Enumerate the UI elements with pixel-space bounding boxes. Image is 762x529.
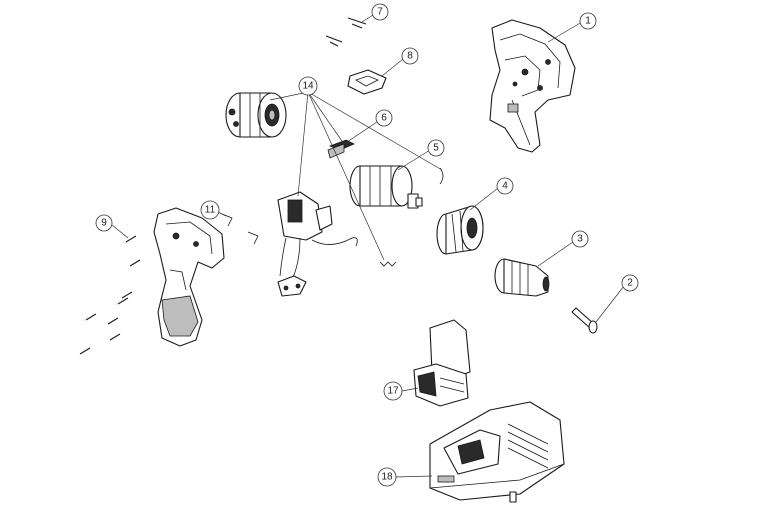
callout-3-label: 3: [577, 234, 583, 245]
callout-6-label: 6: [381, 113, 387, 124]
callout-9: 9: [95, 214, 113, 232]
callout-7: 7: [371, 3, 389, 21]
part-charger: [429, 401, 565, 503]
part-switch-assembly: [277, 191, 358, 297]
callout-1-label: 1: [585, 16, 591, 27]
part-switch-button: [347, 69, 387, 95]
part-gearbox: [225, 92, 287, 138]
part-plate: [327, 139, 355, 159]
part-chuck: [494, 258, 550, 297]
part-spring: [379, 261, 397, 267]
part-housing-left: [153, 207, 225, 347]
callout-14: 14: [298, 76, 318, 96]
callout-14-label: 14: [302, 81, 314, 92]
callout-8: 8: [401, 47, 419, 65]
callout-5-label: 5: [433, 143, 439, 154]
part-screw: [571, 307, 598, 334]
callout-18: 18: [377, 467, 397, 487]
callout-2: 2: [621, 274, 639, 292]
part-battery-pack: [413, 319, 471, 407]
callout-1: 1: [579, 12, 597, 30]
callout-3: 3: [571, 230, 589, 248]
callout-11-label: 11: [205, 205, 216, 216]
part-housing-right: [489, 19, 576, 153]
part-pins: [325, 17, 367, 47]
part-motor-gear-housing: [349, 165, 423, 209]
callout-17: 17: [383, 381, 403, 401]
callout-4-label: 4: [502, 181, 508, 192]
callout-6: 6: [375, 109, 393, 127]
part-housing-screws: [79, 235, 141, 355]
leader-lines: [111, 14, 625, 478]
callout-7-label: 7: [377, 7, 383, 18]
callout-5: 5: [427, 139, 445, 157]
callout-18-label: 18: [381, 472, 393, 483]
callout-9-label: 9: [101, 218, 107, 229]
callout-4: 4: [496, 177, 514, 195]
callout-17-label: 17: [387, 386, 399, 397]
part-clips: [221, 213, 259, 245]
part-wire-clip: [439, 167, 444, 185]
callout-2-label: 2: [627, 278, 633, 289]
callout-11: 11: [200, 200, 220, 220]
callout-8-label: 8: [407, 51, 413, 62]
part-collar-ring: [436, 205, 484, 255]
